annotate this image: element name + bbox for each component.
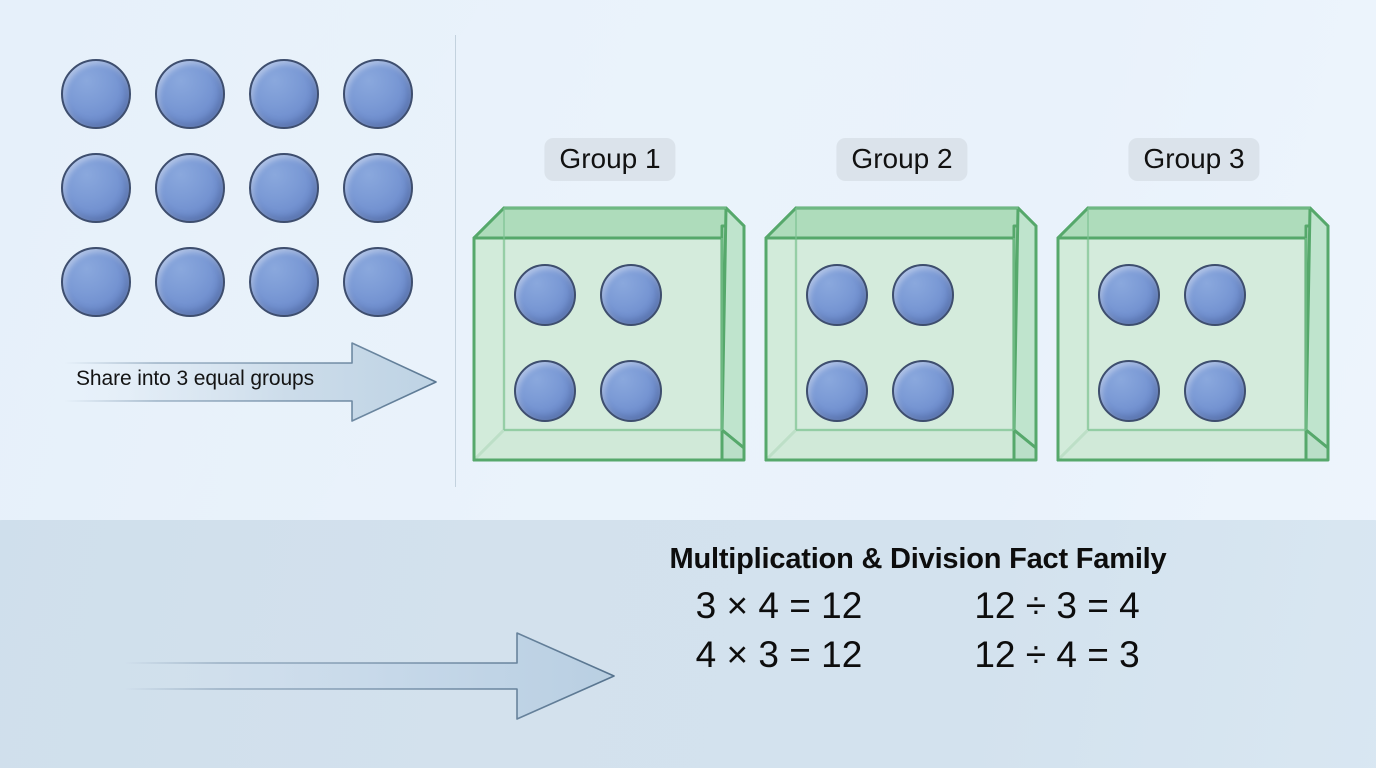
blue-counter-disc [514, 360, 576, 422]
blue-counter-disc [514, 264, 576, 326]
fact-family-block: Multiplication & Division Fact Family 3 … [620, 543, 1216, 680]
blue-counter-disc [249, 153, 319, 223]
group-container-1: Group 1 [462, 138, 758, 478]
blue-counter-disc [61, 153, 131, 223]
blue-counter-disc [249, 59, 319, 129]
blue-counter-disc [1184, 264, 1246, 326]
share-arrow-label: Share into 3 equal groups [76, 367, 315, 390]
multiplication-fact: 4 × 3 = 12 [695, 633, 863, 675]
blue-counter-disc [892, 264, 954, 326]
fact-family-panel: Multiplication & Division Fact Family 3 … [0, 520, 1376, 768]
group-label-2: Group 2 [836, 138, 968, 182]
result-arrow [120, 620, 620, 732]
share-arrow: Share into 3 equal groups [60, 337, 440, 427]
section-divider [455, 35, 456, 487]
blue-counter-disc [806, 264, 868, 326]
blue-counter-disc [343, 247, 413, 317]
blue-counter-disc [892, 360, 954, 422]
blue-counter-disc [343, 59, 413, 129]
group-label-3: Group 3 [1128, 138, 1260, 182]
blue-counter-disc [1098, 360, 1160, 422]
blue-counter-disc [249, 247, 319, 317]
fact-family-title: Multiplication & Division Fact Family [669, 543, 1167, 575]
counter-row [61, 59, 445, 129]
group-label-1: Group 1 [544, 138, 676, 182]
top-section: Share into 3 equal groups Group 1 [60, 35, 1342, 487]
blue-counter-disc [155, 153, 225, 223]
group-items-3 [1098, 264, 1284, 450]
blue-counter-disc [343, 153, 413, 223]
division-fact: 12 ÷ 4 = 3 [974, 633, 1140, 675]
blue-counter-disc [155, 247, 225, 317]
blue-counter-disc [600, 360, 662, 422]
fact-row: 4 × 3 = 12 12 ÷ 4 = 3 [620, 631, 1216, 680]
group-items-2 [806, 264, 992, 450]
counter-row [61, 247, 445, 317]
blue-counter-disc [600, 264, 662, 326]
open-box-3d-icon [760, 200, 1044, 478]
counter-row [61, 153, 445, 223]
division-fact: 12 ÷ 3 = 4 [974, 585, 1140, 626]
blue-counter-disc [61, 247, 131, 317]
group-container-2: Group 2 [754, 138, 1050, 478]
blue-counter-disc [1184, 360, 1246, 422]
group-items-1 [514, 264, 700, 450]
multiplication-fact: 3 × 4 = 12 [695, 585, 863, 626]
group-container-3: Group 3 [1046, 138, 1342, 478]
blue-counter-disc [1098, 264, 1160, 326]
counter-grid [61, 59, 445, 331]
blue-counter-disc [61, 59, 131, 129]
blue-counter-disc [806, 360, 868, 422]
open-box-3d-icon [468, 200, 752, 478]
blue-counter-disc [155, 59, 225, 129]
fact-row: 3 × 4 = 12 12 ÷ 3 = 4 [620, 582, 1216, 631]
